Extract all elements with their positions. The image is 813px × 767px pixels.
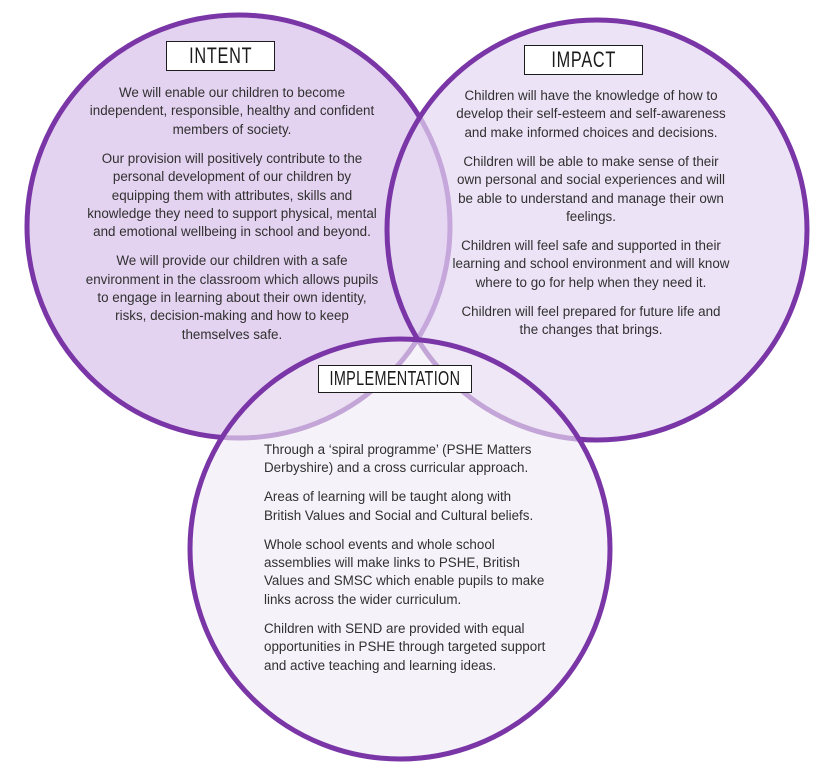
implementation-paragraph: Children with SEND are provided with equ…: [264, 620, 546, 673]
implementation-paragraph: Whole school events and whole school ass…: [264, 536, 545, 607]
implementation-circle: [187, 336, 613, 762]
impact-paragraph: Children will be able to make sense of t…: [457, 153, 725, 224]
impact-text: Children will have the knowledge of how …: [424, 87, 758, 350]
implementation-text: Through a ‘spiral programme’ (PSHE Matte…: [264, 441, 564, 685]
implementation-paragraph: Through a ‘spiral programme’ (PSHE Matte…: [264, 442, 532, 476]
impact-circle: [384, 17, 810, 443]
impact-paragraph: Children will feel prepared for future l…: [461, 303, 721, 337]
implementation-label: IMPLEMENTATION: [329, 367, 461, 390]
impact-paragraph: Children will feel safe and supported in…: [452, 237, 730, 290]
impact-label-box: IMPACT: [524, 45, 643, 75]
intent-text: We will enable our children to become in…: [67, 84, 397, 355]
impact-paragraph: Children will have the knowledge of how …: [456, 88, 726, 140]
intent-label: INTENT: [188, 43, 253, 68]
intent-paragraph: We will enable our children to become in…: [89, 85, 375, 137]
implementation-label-box: IMPLEMENTATION: [318, 365, 472, 393]
intent-paragraph: Our provision will positively contribute…: [87, 150, 377, 240]
impact-label: IMPACT: [551, 47, 616, 72]
intent-paragraph: We will provide our children with a safe…: [85, 253, 379, 342]
implementation-paragraph: Areas of learning will be taught along w…: [264, 489, 534, 523]
intent-label-box: INTENT: [166, 41, 275, 71]
